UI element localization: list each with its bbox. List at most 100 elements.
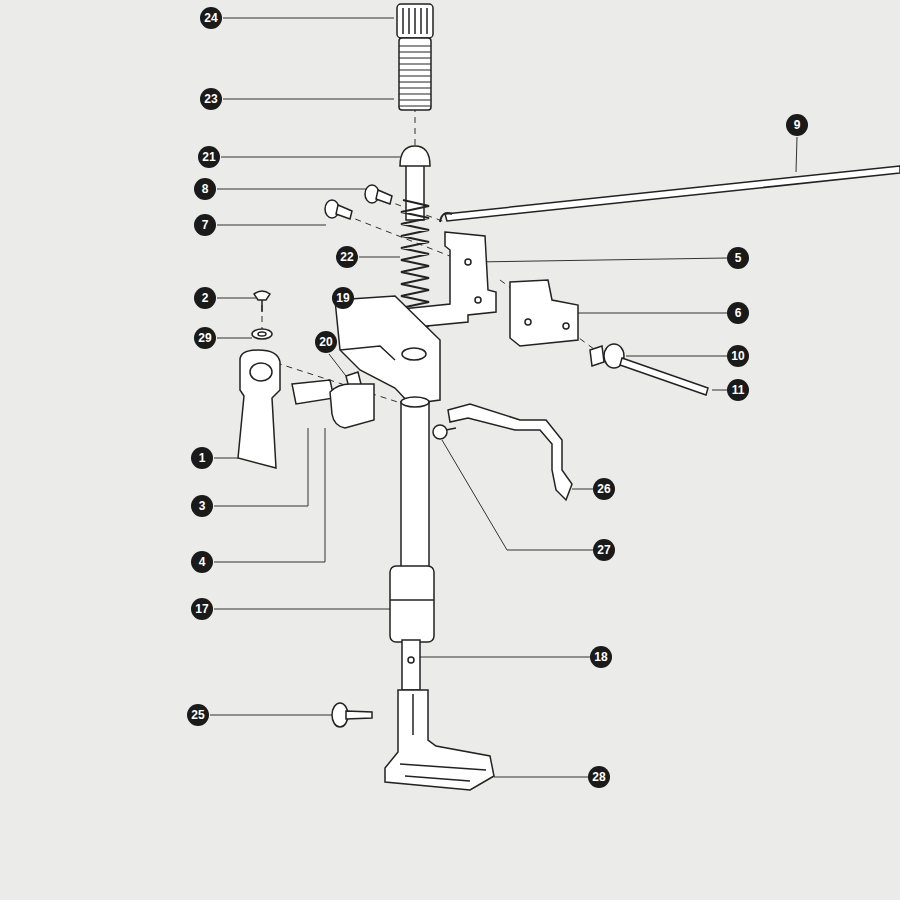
presser-bar-17-18-part	[408, 657, 414, 663]
callout-number: 7	[194, 214, 216, 236]
presser-foot-28-part	[412, 694, 414, 735]
leader-lines-part	[223, 99, 394, 100]
callout-number: 27	[593, 539, 615, 561]
alignment-dashes-part	[500, 280, 598, 352]
adjusting-screw-24-23-part	[426, 8, 428, 34]
adjusting-screw-24-23-part	[399, 46, 431, 106]
leader-lines-part	[442, 440, 593, 550]
callout-number: 20	[315, 331, 337, 353]
cam-3-4	[292, 380, 374, 428]
presser-bar-17-18-part	[401, 402, 429, 570]
presser-foot-28-part	[405, 776, 470, 781]
callout-number: 22	[336, 246, 358, 268]
presser-bar-17-18-part	[390, 599, 434, 601]
callout-number: 8	[194, 178, 216, 200]
leader-lines-part	[217, 189, 366, 190]
callout-number: 29	[194, 327, 216, 349]
adjusting-screw-24-23-part	[402, 8, 404, 34]
adjusting-screw-24-23-part	[420, 8, 422, 34]
lever-26-screw-27-part	[448, 404, 572, 500]
lifter-lever-1-part	[250, 363, 272, 381]
adjusting-screw-24-23-part	[397, 4, 433, 38]
leader-lines-part	[214, 458, 240, 459]
leader-lines-part	[796, 137, 797, 172]
presser-bar-17-18-part	[401, 397, 429, 407]
bracket-5-part	[475, 297, 481, 303]
lever-26-screw-27-part	[433, 425, 447, 439]
callout-number: 26	[593, 478, 615, 500]
plate-6-part	[563, 323, 569, 329]
presser-foot-28	[385, 690, 494, 790]
bar-holder-19-part	[340, 346, 395, 360]
callout-number: 4	[191, 551, 213, 573]
leader-lines-part	[359, 257, 400, 258]
leader-lines-part	[626, 356, 727, 357]
lifter-lever-1	[238, 350, 280, 468]
leader-lines-part	[578, 313, 727, 314]
leader-lines-part	[494, 777, 588, 778]
adjusting-screw-24-23-part	[408, 8, 410, 34]
screws-7-8-part	[376, 190, 392, 204]
callout-number: 28	[588, 766, 610, 788]
callout-number: 25	[187, 704, 209, 726]
plate-6-part	[525, 319, 531, 325]
callout-number: 1	[191, 447, 213, 469]
screws-7-8	[325, 185, 392, 219]
rod-9-part	[445, 166, 900, 221]
lever-26-screw-27	[433, 404, 572, 500]
callout-number: 24	[200, 7, 222, 29]
leader-lines-part	[217, 338, 252, 339]
callout-number: 9	[786, 114, 808, 136]
callout-number: 6	[727, 302, 749, 324]
callout-number: 2	[194, 287, 216, 309]
leader-lines-part	[712, 390, 727, 391]
callout-number: 18	[590, 646, 612, 668]
callout-number: 3	[191, 495, 213, 517]
adjusting-screw-24-23-part	[414, 8, 416, 34]
presser-bar-17-18	[390, 397, 434, 690]
callout-number: 10	[727, 345, 749, 367]
screw-2-washer-29-part	[261, 300, 263, 312]
bar-holder-19-part	[402, 348, 426, 360]
leader-lines-part	[221, 157, 400, 158]
callout-number: 23	[200, 88, 222, 110]
screw-10-rod-11-part	[620, 358, 708, 395]
lever-26-screw-27-part	[446, 428, 456, 430]
leader-lines-part	[412, 657, 590, 658]
adjusting-screw-24-23-part	[399, 38, 431, 110]
rod-9-part	[440, 213, 452, 222]
leader-lines-part	[572, 489, 593, 490]
screw-2-washer-29-part	[258, 332, 266, 336]
screw-10-rod-11-part	[590, 346, 604, 366]
plate-6-part	[510, 280, 578, 346]
spring-guide-21-part	[400, 146, 430, 166]
callout-number: 19	[332, 287, 354, 309]
leader-lines-part	[475, 258, 727, 262]
callout-number: 5	[727, 247, 749, 269]
presser-bar-17-18-part	[390, 566, 434, 642]
screws-7-8-part	[336, 205, 352, 219]
screw-2-washer-29	[252, 291, 272, 339]
leader-lines-part	[223, 18, 394, 19]
bracket-5-part	[465, 259, 471, 265]
leader-lines-part	[214, 609, 392, 610]
lifter-lever-1-part	[238, 350, 280, 468]
screw-10-rod-11	[590, 344, 708, 395]
rod-9	[440, 166, 900, 222]
screw-25-part	[346, 711, 372, 719]
callout-number: 21	[198, 146, 220, 168]
callout-number: 11	[727, 379, 749, 401]
leader-lines-part	[210, 715, 333, 716]
leader-lines-part	[217, 298, 256, 299]
leader-lines-part	[329, 354, 346, 376]
presser-bar-17-18-part	[402, 640, 420, 690]
leader-lines	[210, 18, 797, 777]
plate-6	[510, 280, 578, 346]
leader-lines-part	[217, 225, 326, 226]
cam-3-4-part	[292, 380, 334, 404]
callout-number: 17	[191, 598, 213, 620]
presser-foot-28-part	[385, 690, 494, 790]
adjusting-screw-24-23	[397, 4, 433, 110]
